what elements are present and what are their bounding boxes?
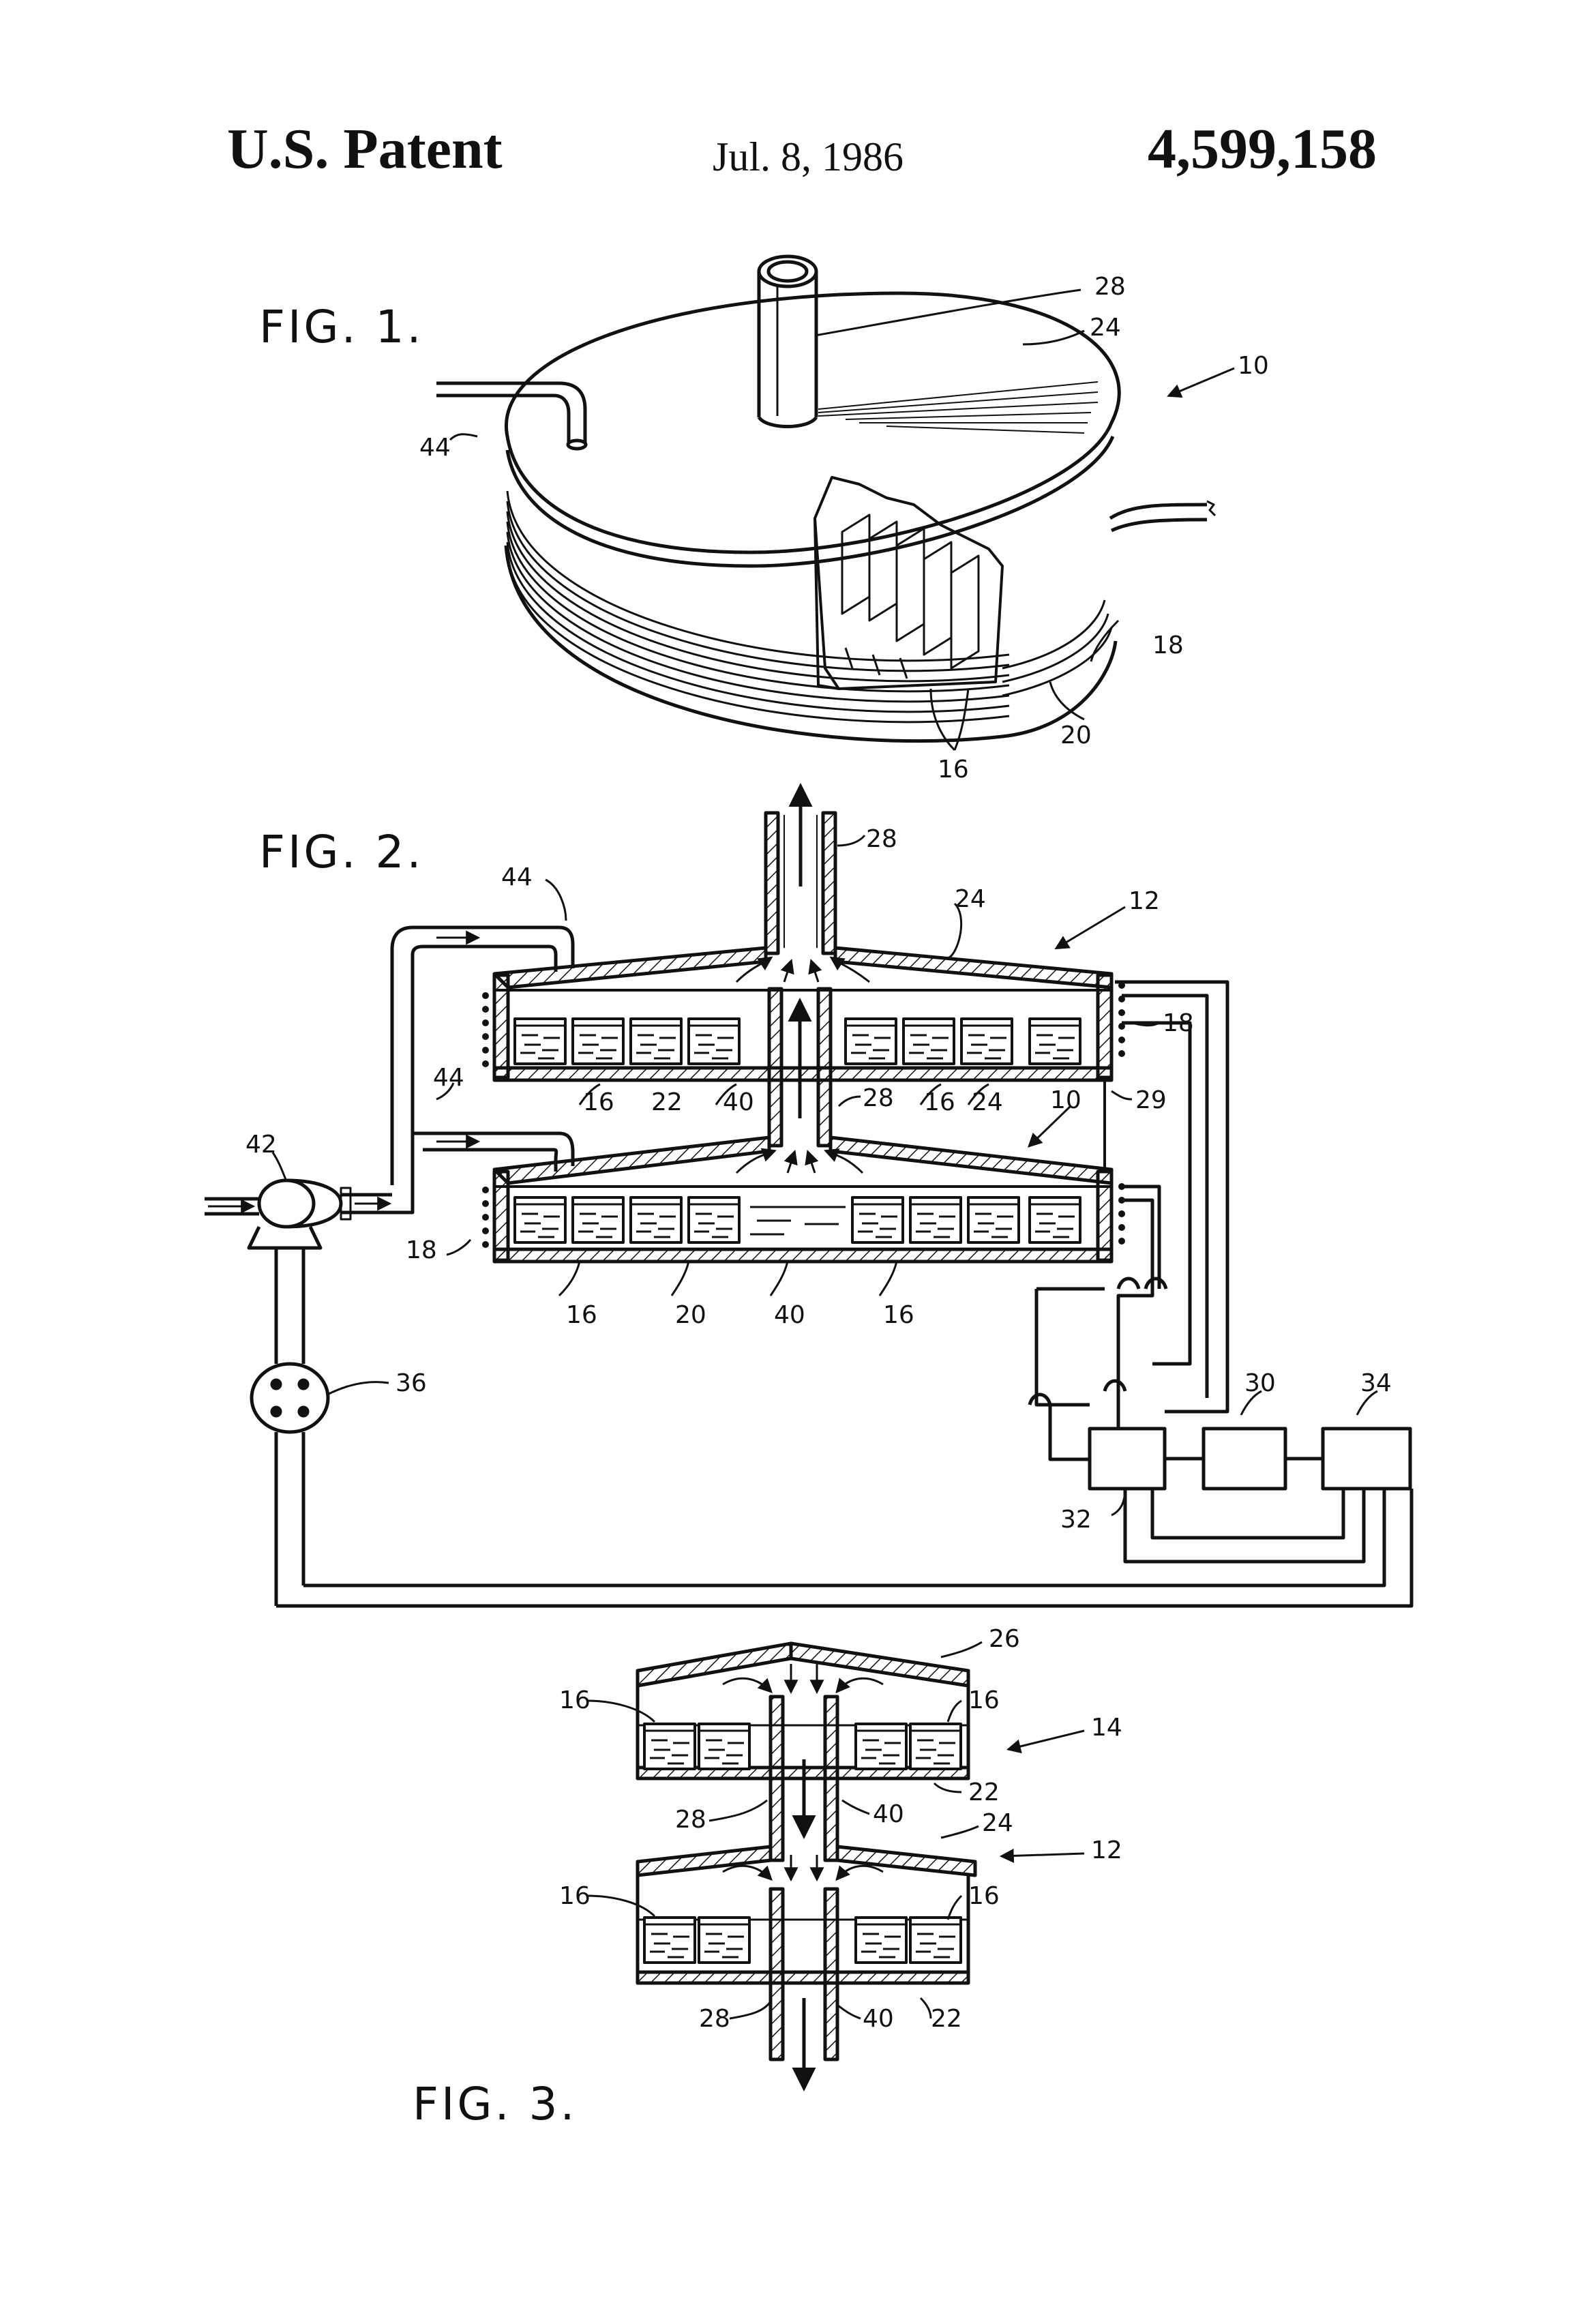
fig2-ref-32: 32 <box>1060 1506 1092 1534</box>
fig3-ref-26: 26 <box>989 1625 1020 1653</box>
fig3-ref-16-a: 16 <box>559 1686 591 1714</box>
fig2-ref-44-upper: 44 <box>501 863 533 891</box>
fig1-lid-edge <box>507 436 1113 566</box>
figure-1-label: FIG. 1. <box>259 301 424 353</box>
fig2-ref-18-upper: 18 <box>1163 1009 1194 1037</box>
fig2-ref-40-lower: 40 <box>774 1301 805 1329</box>
fig1-ref-18: 18 <box>1152 631 1184 659</box>
fig1-ref-20: 20 <box>1060 721 1092 749</box>
fig2-ref-44-lower: 44 <box>433 1064 464 1092</box>
fig1-right-connections <box>1110 501 1215 531</box>
figure-2: FIG. 2. <box>205 788 1412 1606</box>
fig1-base-rim <box>506 546 1116 741</box>
fig1-gas-inlet-pipe <box>436 383 586 449</box>
fig2-top-exhaust-pipe <box>766 788 835 953</box>
fig1-ref-10: 10 <box>1238 352 1269 380</box>
fig1-lid-shading <box>818 382 1098 433</box>
fig2-ref-42: 42 <box>245 1131 277 1159</box>
fig2-ref-16-d: 16 <box>883 1301 914 1329</box>
fig2-box-32 <box>1090 1429 1165 1489</box>
fig2-ref-16-c: 16 <box>566 1301 597 1329</box>
fig2-ref-28-mid: 28 <box>863 1084 894 1112</box>
fig1-ref-24: 24 <box>1090 314 1121 342</box>
fig1-ref-28: 28 <box>1094 273 1126 301</box>
fig3-ref-16-d: 16 <box>968 1882 1000 1910</box>
fig3-ref-16-c: 16 <box>559 1882 591 1910</box>
fig1-side-wall-stack <box>507 491 1111 722</box>
fig2-lower-unit <box>482 1137 1125 1262</box>
fig2-ref-16-b: 16 <box>924 1088 955 1116</box>
fig3-ref-28-upper: 28 <box>675 1806 706 1834</box>
figure-3-label: FIG. 3. <box>413 2078 578 2130</box>
fig2-ref-10: 10 <box>1050 1086 1081 1114</box>
figure-2-label: FIG. 2. <box>259 826 424 878</box>
fig2-upper-trays <box>515 1019 1080 1064</box>
fig2-flow-controller <box>252 1248 328 1606</box>
fig1-ref-16: 16 <box>938 756 969 784</box>
fig3-ref-22-upper: 22 <box>968 1778 1000 1806</box>
fig3-ref-16-b: 16 <box>968 1686 1000 1714</box>
fig2-ref-34: 34 <box>1360 1369 1392 1397</box>
fig2-ref-29: 29 <box>1135 1086 1167 1114</box>
fig2-ref-28-top: 28 <box>866 825 897 853</box>
fig2-ref-30: 30 <box>1244 1369 1276 1397</box>
fig3-ref-40-lower: 40 <box>863 2005 894 2033</box>
figure-3: FIG. 3. <box>413 1625 1122 2130</box>
figure-1: FIG. 1. <box>259 256 1269 784</box>
fig3-lower-trays <box>644 1918 961 1963</box>
fig2-ref-36: 36 <box>395 1369 427 1397</box>
fig3-ref-24: 24 <box>982 1809 1013 1837</box>
fig2-ref-18-lower: 18 <box>406 1236 437 1264</box>
fig3-ref-12: 12 <box>1091 1836 1122 1864</box>
fig1-ref-44: 44 <box>419 434 451 462</box>
fig2-lower-trays <box>515 1197 1080 1242</box>
fig2-ref-40-upper: 40 <box>723 1088 754 1116</box>
fig2-ref-24-upper: 24 <box>955 885 986 913</box>
fig1-cutaway <box>815 477 1002 689</box>
fig2-ref-20: 20 <box>675 1301 706 1329</box>
fig3-ref-22-lower: 22 <box>931 2005 962 2033</box>
fig2-upper-unit <box>482 948 1125 1146</box>
fig1-leader-lines <box>450 290 1234 750</box>
fig2-ref-22: 22 <box>651 1088 683 1116</box>
fig3-ref-40-upper: 40 <box>873 1800 904 1828</box>
fig2-pump <box>205 1180 413 1248</box>
fig2-ref-24-lower: 24 <box>972 1088 1003 1116</box>
fig2-box-34 <box>1323 1429 1410 1489</box>
fig3-ref-14: 14 <box>1091 1714 1122 1742</box>
fig1-central-pipe <box>759 256 816 427</box>
fig2-ref-16-a: 16 <box>583 1088 614 1116</box>
fig3-ref-28-lower: 28 <box>699 2005 730 2033</box>
fig2-box-30 <box>1204 1429 1285 1489</box>
fig3-lower-unit <box>638 1847 975 2087</box>
fig2-ref-12: 12 <box>1129 887 1160 915</box>
fig2-control-boxes <box>1090 1429 1410 1489</box>
